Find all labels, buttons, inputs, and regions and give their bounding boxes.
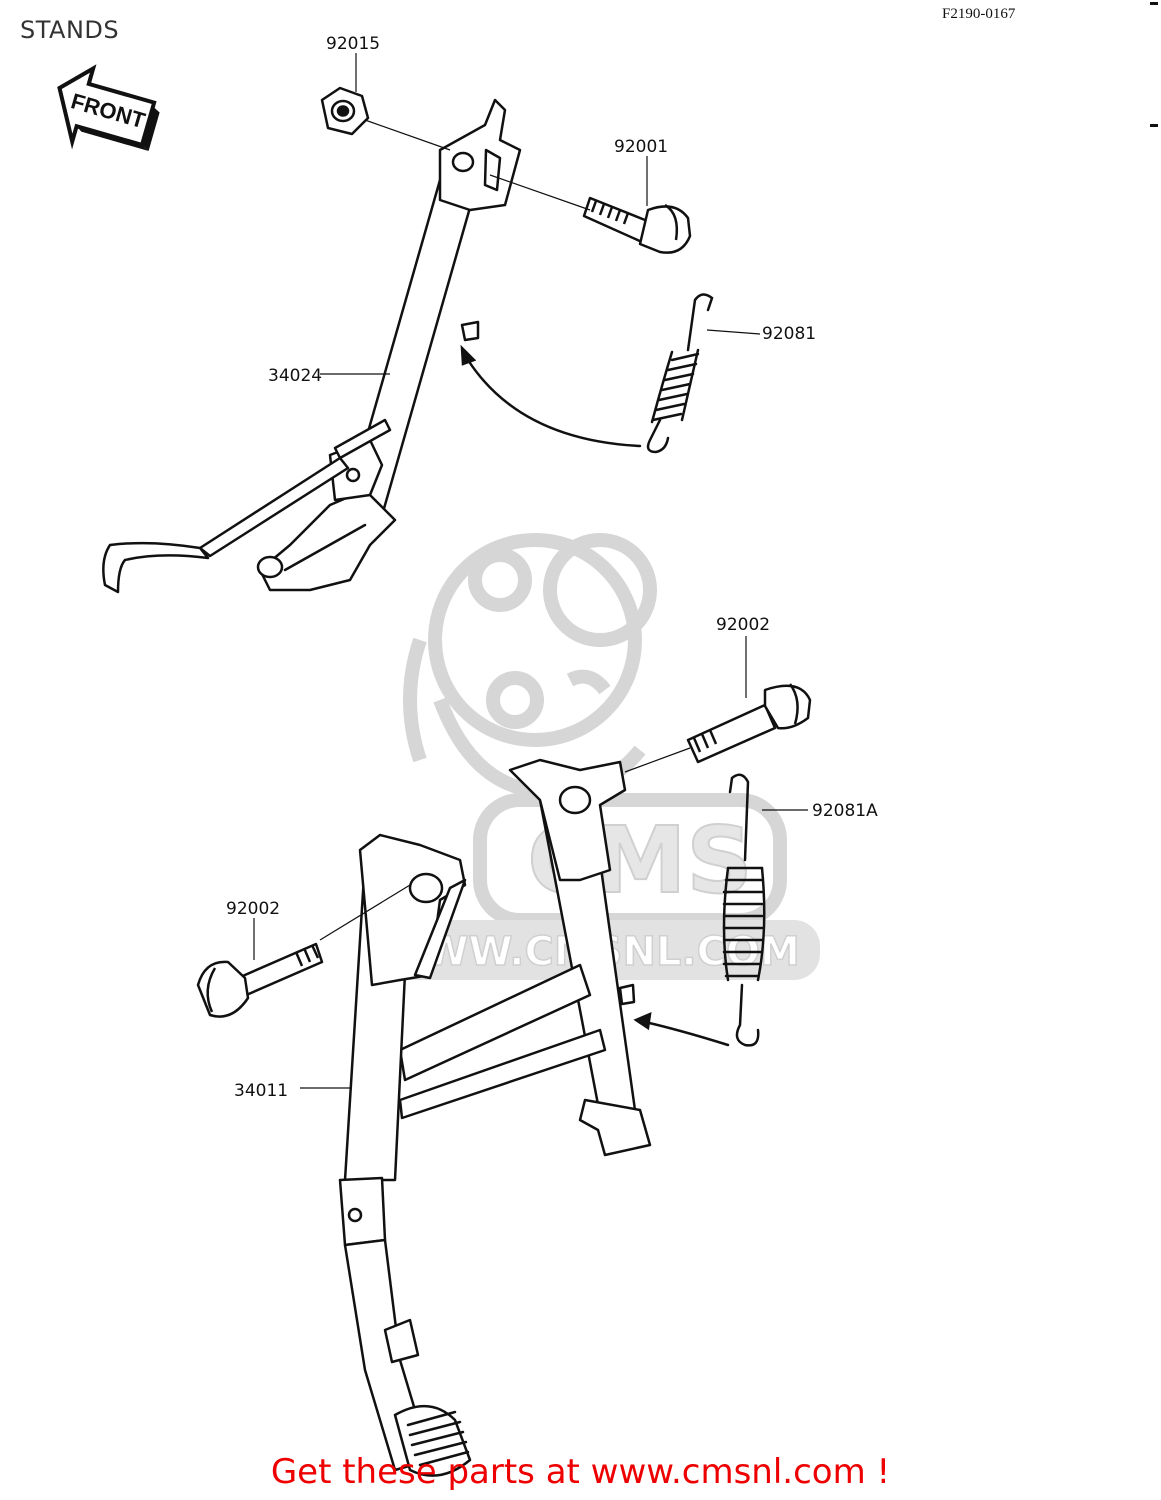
callout-92015[interactable]: 92015 [326, 34, 381, 54]
diagram-reference-code: F2190-0167 [942, 6, 1016, 22]
callout-92081[interactable]: 92081 [762, 324, 817, 344]
front-arrow-icon [57, 64, 160, 151]
callout-92002-lower[interactable]: 92002 [226, 899, 281, 919]
spring-92081A-icon [633, 773, 766, 1047]
callout-34011[interactable]: 34011 [234, 1081, 289, 1101]
bolt-92001-icon [582, 196, 692, 254]
callout-92002-upper[interactable]: 92002 [716, 615, 771, 635]
callout-92001[interactable]: 92001 [614, 137, 669, 157]
bolt-92002-lower-icon [196, 942, 324, 1018]
edge-mark [1150, 2, 1158, 5]
nut-92015-icon [320, 86, 370, 136]
bolt-92002-upper-icon [686, 683, 812, 764]
cms-mascot-icon [403, 533, 657, 799]
footer-promo-link[interactable]: Get these parts at www.cmsnl.com ! [270, 1452, 891, 1492]
center-stand-34011 [338, 758, 652, 1477]
callout-34024[interactable]: 34024 [268, 366, 323, 386]
side-stand-34024 [102, 98, 522, 594]
leader-lines [253, 53, 808, 1089]
page-title: STANDS [20, 16, 120, 44]
callout-92081A[interactable]: 92081A [812, 801, 878, 821]
spring-92081-icon [460, 293, 714, 454]
edge-mark [1150, 124, 1158, 127]
